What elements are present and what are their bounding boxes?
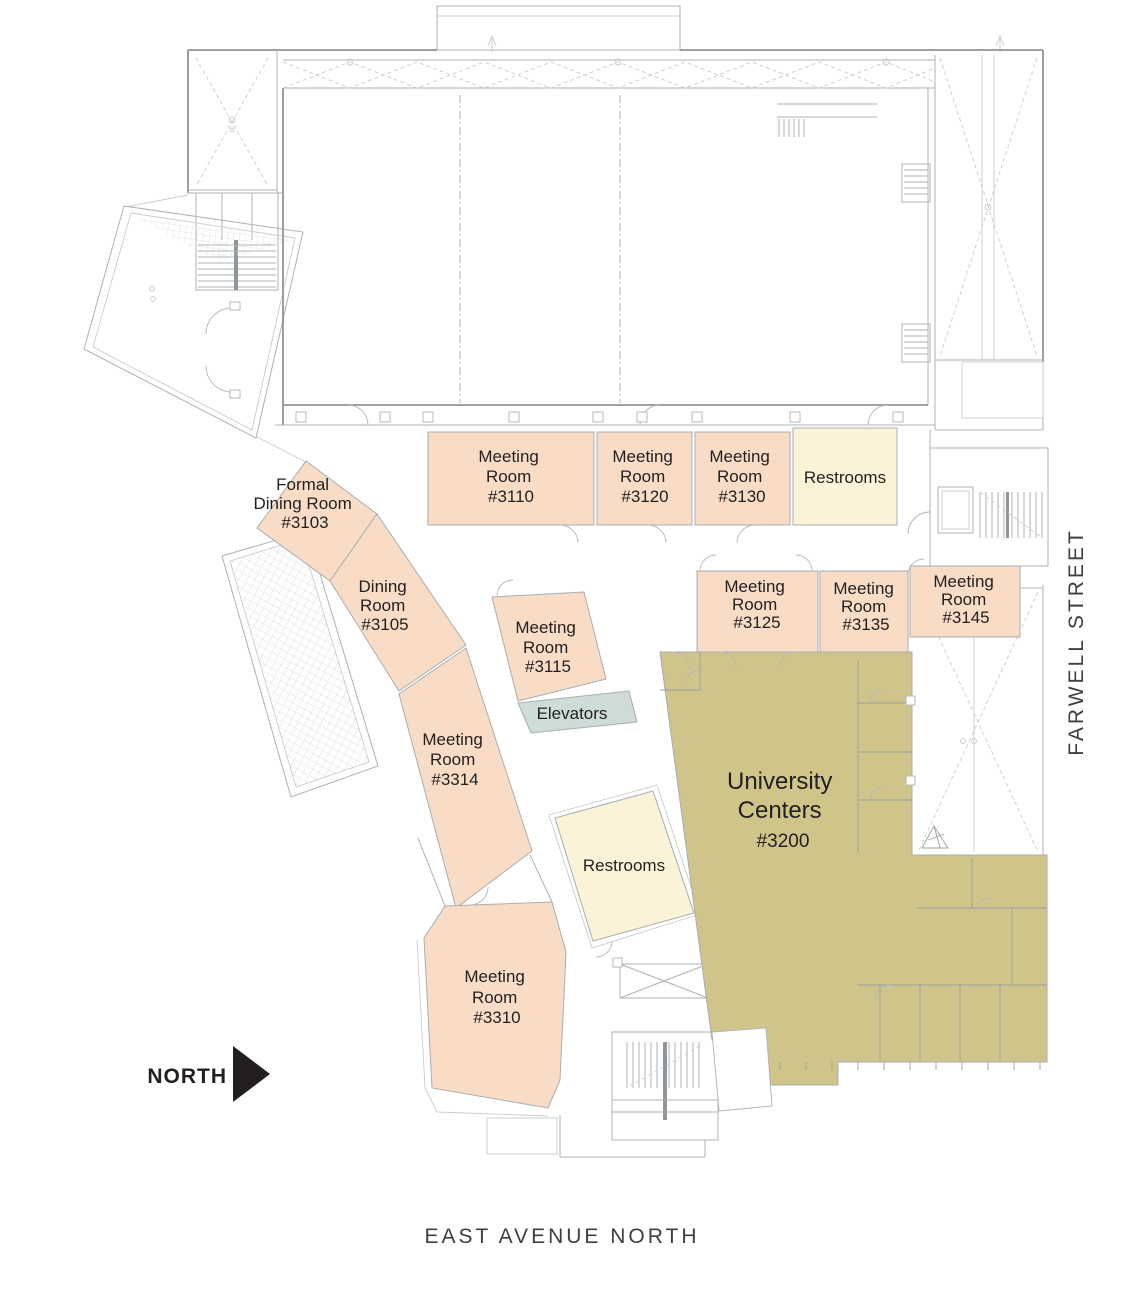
room-university-centers-3200 — [659, 651, 1048, 1086]
room-meeting-3125 — [696, 570, 819, 661]
north-label: NORTH — [147, 1065, 227, 1088]
label-meeting-3145: Meeting Room #3145 — [933, 572, 998, 627]
room-meeting-3120 — [596, 431, 693, 526]
room-meeting-3110 — [427, 431, 595, 526]
room-meeting-3145 — [909, 565, 1021, 638]
room-meeting-3135 — [819, 570, 909, 661]
room-meeting-3310 — [423, 901, 567, 1109]
room-meeting-3115 — [491, 591, 607, 702]
label-restrooms-north: Restrooms — [804, 468, 886, 487]
label-meeting-3130: Meeting Room #3130 — [709, 447, 774, 506]
door-swings — [469, 524, 925, 958]
street-label-east-avenue-north: EAST AVENUE NORTH — [424, 1225, 699, 1248]
north-arrow-icon — [233, 1046, 270, 1102]
compass: NORTH — [147, 1046, 270, 1102]
label-meeting-3310: Meeting Room #3310 — [464, 967, 529, 1027]
label-meeting-3120: Meeting Room #3120 — [612, 447, 677, 506]
label-elevators: Elevators — [537, 704, 608, 723]
label-meeting-3135: Meeting Room #3135 — [833, 579, 898, 634]
room-restrooms-central — [554, 790, 695, 942]
label-meeting-3110: Meeting Room #3110 — [478, 447, 543, 506]
room-meeting-3130 — [694, 431, 791, 526]
skylight-icon — [921, 825, 949, 849]
room-restrooms-north — [792, 427, 898, 526]
street-label-farwell-street: FARWELL STREET — [1065, 528, 1088, 756]
room-elevators — [517, 690, 638, 734]
label-restrooms-central: Restrooms — [583, 856, 665, 875]
room-dining-3105 — [329, 513, 467, 692]
label-meeting-3125: Meeting Room #3125 — [724, 577, 789, 632]
label-meeting-3115: Meeting Room #3115 — [515, 618, 580, 676]
corridor-notch — [711, 1027, 773, 1112]
label-meeting-3314: Meeting Room #3314 — [422, 730, 487, 789]
label-dining-3105: Dining Room #3105 — [359, 577, 412, 634]
rooms-layer — [256, 427, 1048, 1109]
room-labels: Meeting Room #3110 Meeting Room #3120 Me… — [254, 447, 998, 1027]
university-centers-interior — [660, 651, 1047, 1112]
label-formal-dining-3103: Formal Dining Room #3103 — [254, 475, 357, 532]
label-university-centers: University Centers #3200 — [727, 768, 839, 852]
